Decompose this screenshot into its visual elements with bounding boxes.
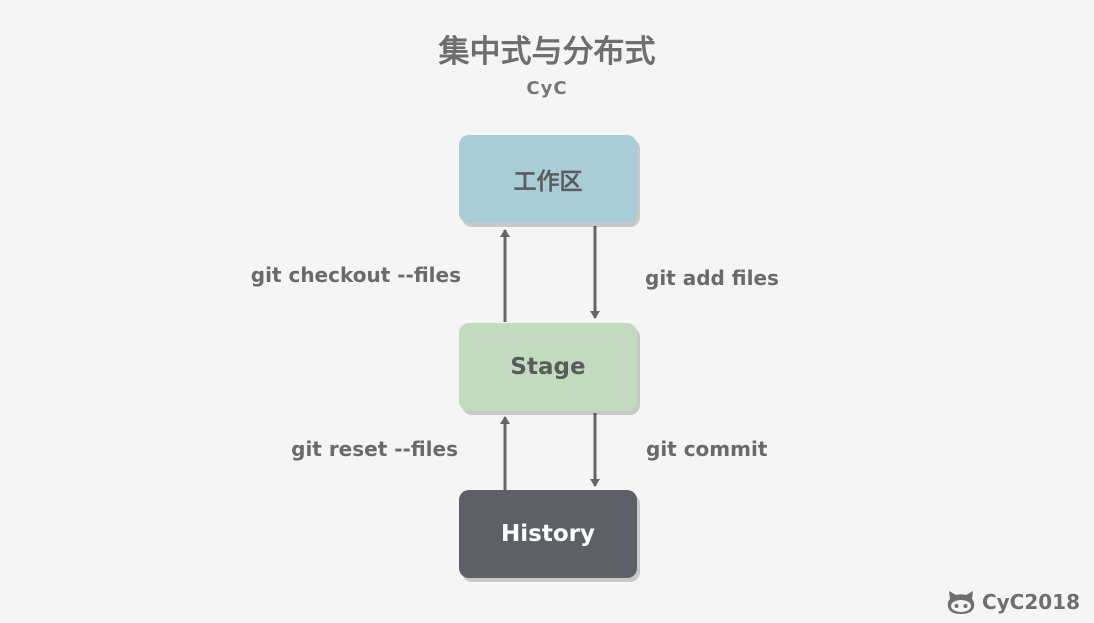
node-history-label: History (501, 521, 595, 547)
edge-label-reset: git reset --files (291, 437, 458, 461)
github-cat-icon (946, 589, 976, 615)
diagram-title: 集中式与分布式 (438, 34, 656, 70)
diagram-subtitle: CyC (526, 78, 568, 99)
node-workdir-label: 工作区 (513, 169, 583, 195)
watermark-text: CyC2018 (981, 590, 1080, 614)
edge-label-checkout: git checkout --files (250, 263, 461, 287)
node-workdir: 工作区 (459, 135, 637, 223)
node-history: History (459, 490, 637, 578)
watermark: CyC2018 (946, 589, 1080, 615)
edge-label-commit: git commit (646, 437, 768, 461)
node-stage: Stage (459, 323, 637, 411)
edge-label-add: git add files (645, 266, 779, 290)
node-stage-label: Stage (510, 354, 586, 380)
